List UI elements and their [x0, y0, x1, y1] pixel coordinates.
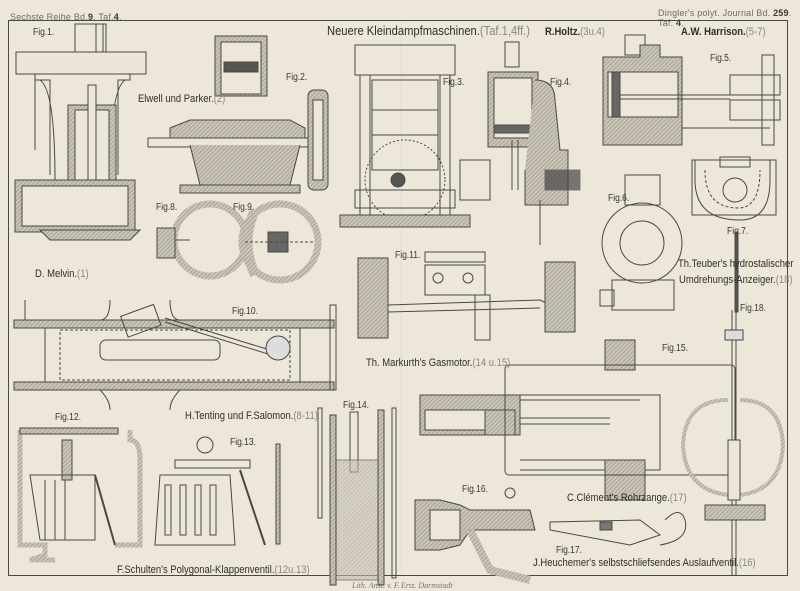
fig14-drawing — [317, 407, 397, 586]
caption-tenting: H.Tenting und F.Salomon.(8-11) — [185, 410, 318, 422]
fig11-drawing — [357, 251, 576, 341]
header-left-mid: . Taf. — [93, 12, 114, 22]
caption-melvin-text: D. Melvin. — [35, 268, 78, 280]
caption-holtz: R.Holtz.(3u.4) — [545, 26, 605, 38]
caption-elwell-text: Elwell und Parker. — [138, 93, 214, 105]
fig-label-10: Fig.10. — [232, 306, 258, 317]
fig12-drawing — [17, 427, 143, 563]
fig-label-16: Fig.16. — [462, 484, 488, 495]
fig-label-11: Fig.11. — [395, 250, 421, 261]
caption-heuchemer-text: J.Heuchemer's selbstschliefsendes Auslau… — [533, 557, 739, 569]
caption-tenting-text: H.Tenting und F.Salomon. — [185, 410, 294, 422]
fig4-drawing — [459, 41, 581, 245]
fig2-drawing — [147, 35, 329, 194]
caption-heuchemer-ref: (16) — [738, 557, 756, 569]
header-left-volume: 9 — [87, 12, 94, 22]
caption-heuchemer: J.Heuchemer's selbstschliefsendes Auslau… — [533, 557, 756, 569]
caption-holtz-text: R.Holtz. — [545, 26, 581, 38]
fig13-drawing — [154, 436, 281, 546]
header-right-mid: . Taf. — [658, 8, 792, 28]
caption-clement-text: C.Clément's Rohrzange. — [567, 492, 670, 504]
caption-harrison: A.W. Harrison.(5-7) — [681, 26, 766, 38]
fig-label-2: Fig.2. — [286, 72, 308, 83]
fig-label-15: Fig.15. — [662, 343, 688, 354]
fig-label-14: Fig.14. — [343, 400, 369, 411]
fig-label-6: Fig.6. — [608, 193, 630, 204]
fig-label-7: Fig.7. — [727, 226, 749, 237]
fig9-drawing — [238, 200, 322, 284]
header-right: Dingler's polyt. Journal Bd. 259. Taf. 4… — [658, 8, 800, 28]
caption-schulten-ref: (12u.13) — [274, 564, 310, 576]
plate-title-ref: (Taf.1,4ff.) — [479, 23, 531, 38]
fig-label-5: Fig.5. — [710, 53, 732, 64]
fig17-drawing — [549, 512, 687, 546]
fig1-drawing — [14, 23, 147, 241]
fig10-drawing — [13, 299, 337, 411]
fig-label-17: Fig.17. — [556, 545, 582, 556]
fig8-drawing — [156, 200, 250, 280]
caption-melvin: D. Melvin.(1) — [35, 268, 89, 280]
caption-harrison-text: A.W. Harrison. — [681, 26, 746, 38]
caption-clement-ref: (17) — [669, 492, 687, 504]
header-right-plate: 4 — [676, 18, 682, 28]
caption-tenting-ref: (8-11) — [293, 410, 318, 422]
caption-holtz-ref: (3u.4) — [580, 26, 605, 38]
fig-label-8: Fig.8. — [156, 202, 178, 213]
caption-harrison-ref: (5-7) — [745, 26, 766, 38]
caption-markurth-text: Th. Markurth's Gasmotor. — [366, 357, 473, 369]
caption-schulten-text: F.Schulten's Polygonal-Klappenventil. — [117, 564, 275, 576]
fig-label-18: Fig.18. — [740, 303, 766, 314]
fig18-drawing — [680, 231, 786, 575]
caption-teuber-line2-text: Umdrehungs-Anzeiger. — [679, 274, 776, 286]
fig-label-12: Fig.12. — [55, 412, 81, 423]
header-right-prefix: Dingler's polyt. Journal Bd. — [658, 8, 771, 18]
caption-markurth-ref: (14 u.15) — [472, 357, 511, 369]
header-left-plate: 4 — [113, 12, 119, 22]
fig3-drawing — [339, 44, 471, 228]
header-right-volume: 259 — [773, 8, 789, 18]
caption-elwell: Elwell und Parker.(2) — [138, 93, 225, 105]
header-right-suffix: . — [681, 18, 684, 28]
fig16-drawing — [414, 487, 536, 584]
fig-label-9: Fig.9. — [233, 202, 255, 213]
caption-clement: C.Clément's Rohrzange.(17) — [567, 492, 687, 504]
caption-teuber-line1-text: Th.Teuber's hydrostalischer — [678, 258, 794, 270]
caption-teuber-line2: Umdrehungs-Anzeiger.(18) — [679, 274, 793, 286]
page-fold — [401, 22, 403, 574]
plate-title: Neuere Kleindampfmaschinen.(Taf.1,4ff.) — [327, 23, 530, 38]
header-left-suffix: . — [118, 12, 122, 22]
caption-elwell-ref: (2) — [213, 93, 226, 105]
header-left: Sechste Reihe Bd.9. Taf.4. — [10, 12, 122, 22]
fig5-drawing — [602, 34, 781, 146]
caption-teuber-line1: Th.Teuber's hydrostalischer — [678, 258, 793, 270]
fig-label-4: Fig.4. — [550, 77, 572, 88]
plate-title-text: Neuere Kleindampfmaschinen. — [327, 23, 480, 38]
caption-melvin-ref: (1) — [77, 268, 89, 280]
caption-schulten: F.Schulten's Polygonal-Klappenventil.(12… — [117, 564, 310, 576]
fig6-drawing — [599, 174, 683, 311]
fig15-drawing — [419, 339, 736, 501]
plate-border — [8, 20, 788, 576]
fig-label-3: Fig.3. — [443, 77, 465, 88]
lithographer-credit-right: Ertz. Darmstadt — [401, 581, 453, 590]
fig-label-1: Fig.1. — [33, 27, 55, 38]
fig7-drawing — [691, 156, 777, 221]
header-left-prefix: Sechste Reihe Bd. — [10, 12, 88, 22]
caption-markurth: Th. Markurth's Gasmotor.(14 u.15) — [366, 357, 510, 369]
lithographer-credit-left: Lith. Anst. v. F. — [352, 581, 400, 590]
fig-label-13: Fig.13. — [230, 437, 256, 448]
caption-teuber-ref: (18) — [775, 274, 793, 286]
